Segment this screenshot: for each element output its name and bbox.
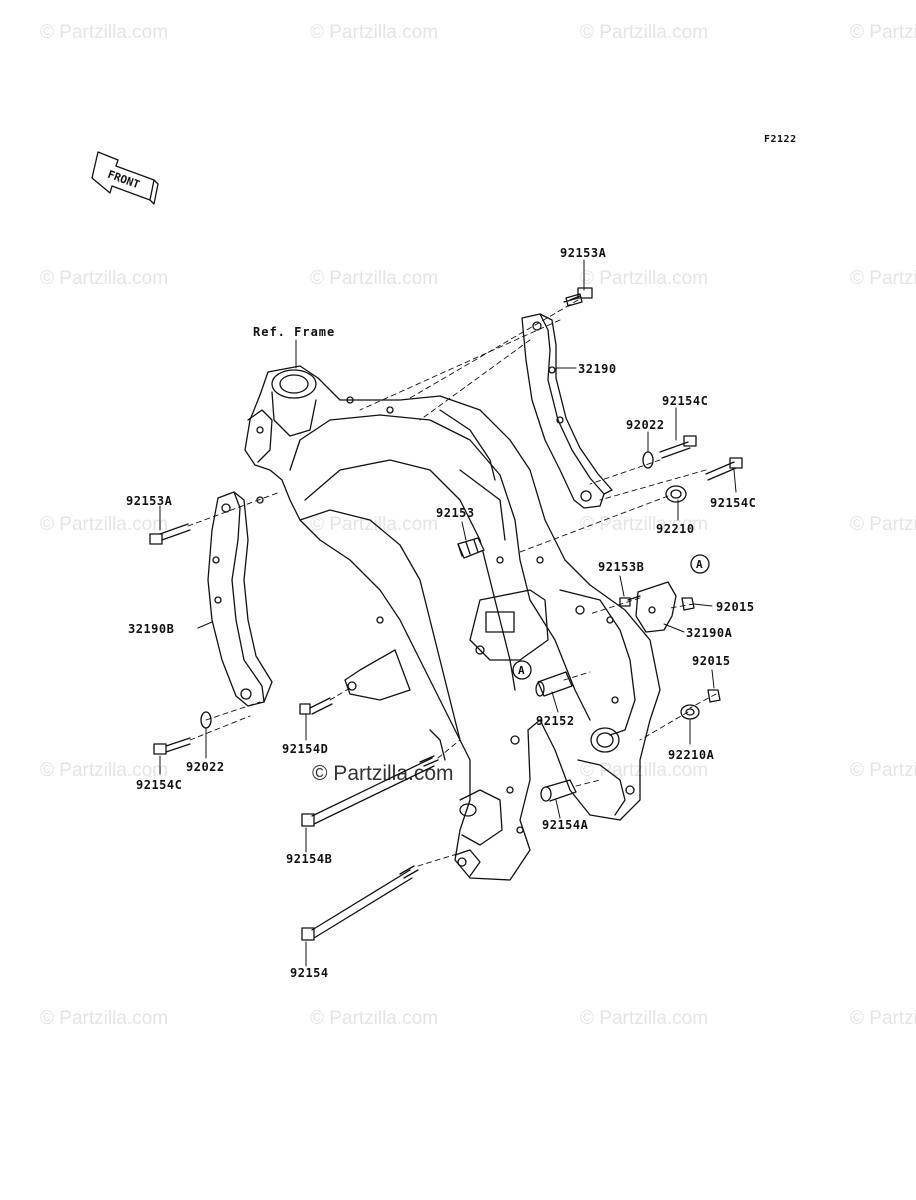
marker-a-lower <box>512 660 532 680</box>
callout-92154C-lower: 92154C <box>136 778 183 792</box>
watermark: © Partzilla.com <box>580 514 709 535</box>
callout-92153: 92153 <box>436 506 475 520</box>
callout-92153A-left: 92153A <box>126 494 173 508</box>
watermark: © Partzilla.com <box>580 760 709 781</box>
bolt-92154D <box>299 697 333 715</box>
watermark: © Partzilla.com <box>310 1008 439 1029</box>
watermark: © Partzilla.com <box>310 268 439 289</box>
watermark: © Partzilla.com <box>40 514 169 535</box>
leader-lines <box>159 259 737 967</box>
bolt-92153A-left <box>149 523 191 545</box>
bracket-32190 <box>521 313 613 509</box>
watermark-center: © Partzilla.com <box>312 762 454 785</box>
watermark: © Partzilla.com <box>850 514 916 535</box>
marker-a-upper <box>690 554 710 574</box>
bolt-92154C-lower <box>153 737 191 755</box>
callout-92022-upper: 92022 <box>626 418 665 432</box>
callout-32190: 32190 <box>578 362 617 376</box>
callout-92153A-top: 92153A <box>560 246 607 260</box>
watermark: © Partzilla.com <box>850 760 916 781</box>
watermark: © Partzilla.com <box>40 22 169 43</box>
watermark: © Partzilla.com <box>850 268 916 289</box>
bracket-32190A <box>635 581 677 633</box>
watermark: © Partzilla.com <box>40 268 169 289</box>
watermark: © Partzilla.com <box>580 268 709 289</box>
callout-92210: 92210 <box>656 522 695 536</box>
alignment-lines <box>187 299 717 867</box>
long-bolt-92154 <box>301 865 419 941</box>
watermark: © Partzilla.com <box>310 514 439 535</box>
marker-a-upper-text: A <box>696 558 703 571</box>
bolt-92154A <box>540 779 577 802</box>
collar-92152 <box>535 671 573 697</box>
watermark: © Partzilla.com <box>580 22 709 43</box>
callout-92154C-right: 92154C <box>710 496 757 510</box>
bracket-32190B <box>207 491 273 707</box>
callout-92152: 92152 <box>536 714 575 728</box>
watermark: © Partzilla.com <box>40 760 169 781</box>
callout-32190B: 32190B <box>128 622 175 636</box>
long-bolt-92154B <box>301 755 439 827</box>
callout-32190A: 32190A <box>686 626 733 640</box>
figure-code: F2122 <box>764 134 797 145</box>
ref-frame-label: Ref. Frame <box>253 325 336 339</box>
watermark: © Partzilla.com <box>40 1008 169 1029</box>
callout-92154C-upper: 92154C <box>662 394 709 408</box>
callout-92154B: 92154B <box>286 852 333 866</box>
bolt-92154C-upper <box>659 435 697 459</box>
callout-92022-lower: 92022 <box>186 760 225 774</box>
watermark: © Partzilla.com <box>850 1008 916 1029</box>
nut-92015-lower <box>707 689 721 703</box>
watermark: © Partzilla.com <box>580 1008 709 1029</box>
collar-92153 <box>457 537 485 559</box>
callout-92015-upper: 92015 <box>716 600 755 614</box>
marker-a-lower-text: A <box>518 664 525 677</box>
watermark: © Partzilla.com <box>310 22 439 43</box>
callout-92154: 92154 <box>290 966 329 980</box>
nut-92210A <box>680 704 700 720</box>
nut-92210 <box>665 485 687 503</box>
bolt-92154C-right <box>705 457 743 481</box>
washer-92022-upper <box>642 451 654 469</box>
bolt-92153B <box>619 595 641 607</box>
callout-92154A: 92154A <box>542 818 589 832</box>
bolt-92153A-top <box>563 287 593 307</box>
callout-92154D: 92154D <box>282 742 329 756</box>
callout-92210A: 92210A <box>668 748 715 762</box>
watermark: © Partzilla.com <box>850 22 916 43</box>
callout-92153B: 92153B <box>598 560 645 574</box>
callout-92015-lower: 92015 <box>692 654 731 668</box>
main-frame <box>244 365 661 881</box>
front-arrow: FRONT <box>91 151 159 205</box>
